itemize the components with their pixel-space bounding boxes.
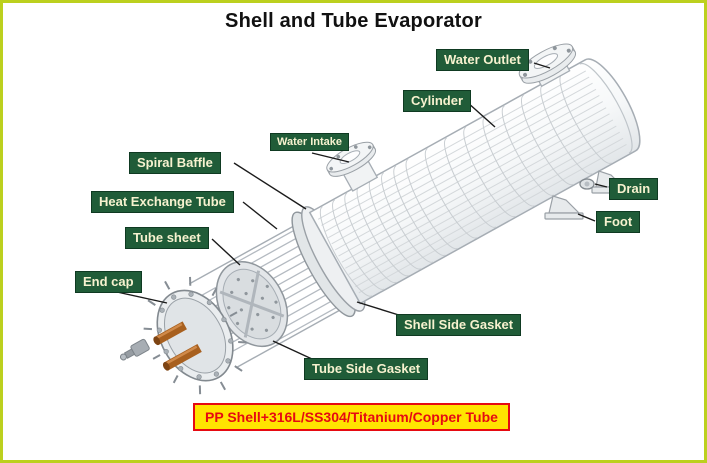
end-cap-studs	[143, 276, 247, 395]
tube-sheet-holes	[227, 277, 278, 332]
end-cap-nuts	[156, 291, 234, 380]
intake-flange-bore	[339, 150, 361, 164]
bolt-head	[119, 353, 127, 361]
copper-tube-2-highlight	[166, 345, 198, 365]
label-spiral-baffle: Spiral Baffle	[129, 152, 221, 174]
label-tube-side-gasket: Tube Side Gasket	[304, 358, 429, 380]
evaporator-illustration	[116, 43, 641, 395]
copper-tubes	[153, 321, 202, 371]
copper-tube-2-end	[162, 362, 170, 371]
material-banner: PP Shell+316L/SS304/Titanium/Copper Tube	[193, 403, 510, 431]
leader-spiral-baffle	[233, 162, 307, 210]
label-foot: Foot	[596, 211, 641, 233]
leader-drain	[594, 183, 608, 188]
heat-exchange-tube-bundle	[236, 224, 347, 340]
spiral-baffle-arcs	[319, 73, 612, 297]
tie-rods	[188, 221, 349, 369]
bolt-fitting	[119, 338, 150, 361]
leader-heat-exchange-tube	[242, 201, 278, 230]
leader-cylinder	[466, 101, 496, 128]
leader-shell-side-gasket	[356, 301, 403, 317]
evaporator-assembly	[119, 43, 641, 395]
label-water-outlet: Water Outlet	[436, 49, 529, 71]
drain-bore	[584, 181, 590, 187]
shell-end-inner-arc	[579, 62, 633, 154]
tube-sheet-disk	[215, 261, 289, 348]
leader-water-outlet	[533, 62, 551, 69]
diagram-title: Shell and Tube Evaporator	[225, 10, 482, 32]
label-end-cap: End cap	[75, 271, 142, 293]
leader-foot	[577, 213, 596, 222]
internal-tube-lines	[317, 70, 627, 294]
copper-tube-2	[164, 343, 202, 371]
leader-tube-sheet	[211, 238, 241, 266]
label-shell-side-gasket: Shell Side Gasket	[396, 314, 522, 336]
intake-flange-bolts	[329, 145, 372, 171]
label-heat-exchange-tube: Heat Exchange Tube	[91, 191, 234, 213]
drain-stub	[579, 178, 595, 190]
label-cylinder: Cylinder	[403, 90, 472, 112]
leader-end-cap	[116, 291, 168, 304]
water-outlet-nozzle	[518, 43, 577, 88]
copper-tube-1-end	[153, 336, 161, 346]
label-water-intake: Water Intake	[270, 133, 350, 151]
leader-lines	[116, 62, 608, 360]
leader-water-intake	[311, 152, 350, 163]
foot-front	[548, 195, 581, 214]
copper-tube-1	[154, 321, 187, 345]
tube-sheet-cross	[219, 270, 285, 338]
leader-tube-side-gasket	[272, 340, 313, 360]
foot-front-pad	[544, 212, 584, 220]
outlet-flange-bolts	[523, 46, 571, 77]
label-drain: Drain	[609, 178, 659, 200]
label-tube-sheet: Tube sheet	[125, 227, 209, 249]
water-intake-nozzle	[326, 141, 379, 192]
copper-tube-1-highlight	[156, 322, 183, 339]
